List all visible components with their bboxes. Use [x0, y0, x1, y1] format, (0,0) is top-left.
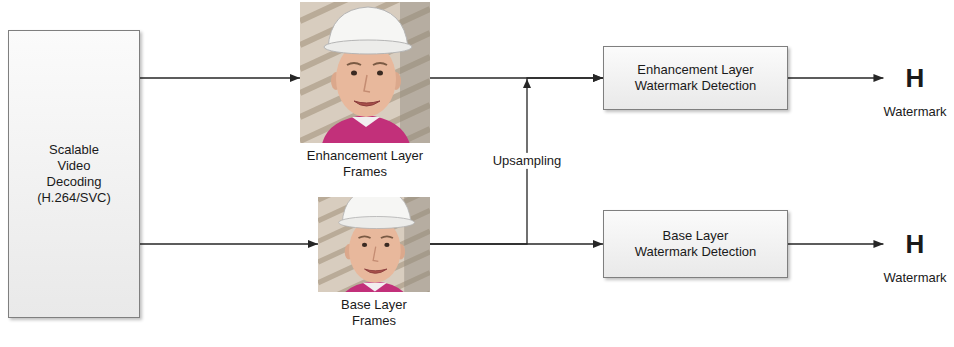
- frame-caption: Base Layer Frames: [328, 297, 420, 330]
- output-symbol: H Watermark: [883, 231, 946, 286]
- video-frame: Enhancement Layer Frames: [300, 2, 430, 181]
- arrow-connector: [140, 77, 300, 78]
- box-label: Scalable Video Decoding (H.264/SVC): [33, 142, 115, 207]
- output-symbol: H Watermark: [883, 65, 946, 120]
- arrow-connector: [788, 243, 883, 244]
- watermark-symbol: H: [906, 65, 925, 91]
- box-label: Base Layer Watermark Detection: [633, 228, 759, 261]
- edge-label: Upsampling: [490, 153, 565, 169]
- enhancement-frame-picture: [300, 0, 430, 189]
- watermark-label: Watermark: [883, 104, 946, 120]
- arrow-connector: [430, 78, 603, 244]
- watermark-label: Watermark: [883, 270, 946, 286]
- arrow-connector: [140, 243, 318, 244]
- arrow-connector: [788, 77, 883, 78]
- box-label: Enhancement Layer Watermark Detection: [633, 62, 759, 95]
- frame-caption: Enhancement Layer Frames: [300, 148, 430, 181]
- video-frame: Base Layer Frames: [318, 197, 430, 330]
- process-box: Enhancement Layer Watermark Detection: [603, 46, 788, 110]
- watermark-symbol: H: [906, 231, 925, 257]
- process-box: Base Layer Watermark Detection: [603, 210, 788, 278]
- junction-arrowhead: [523, 79, 531, 88]
- process-box: Scalable Video Decoding (H.264/SVC): [8, 30, 140, 318]
